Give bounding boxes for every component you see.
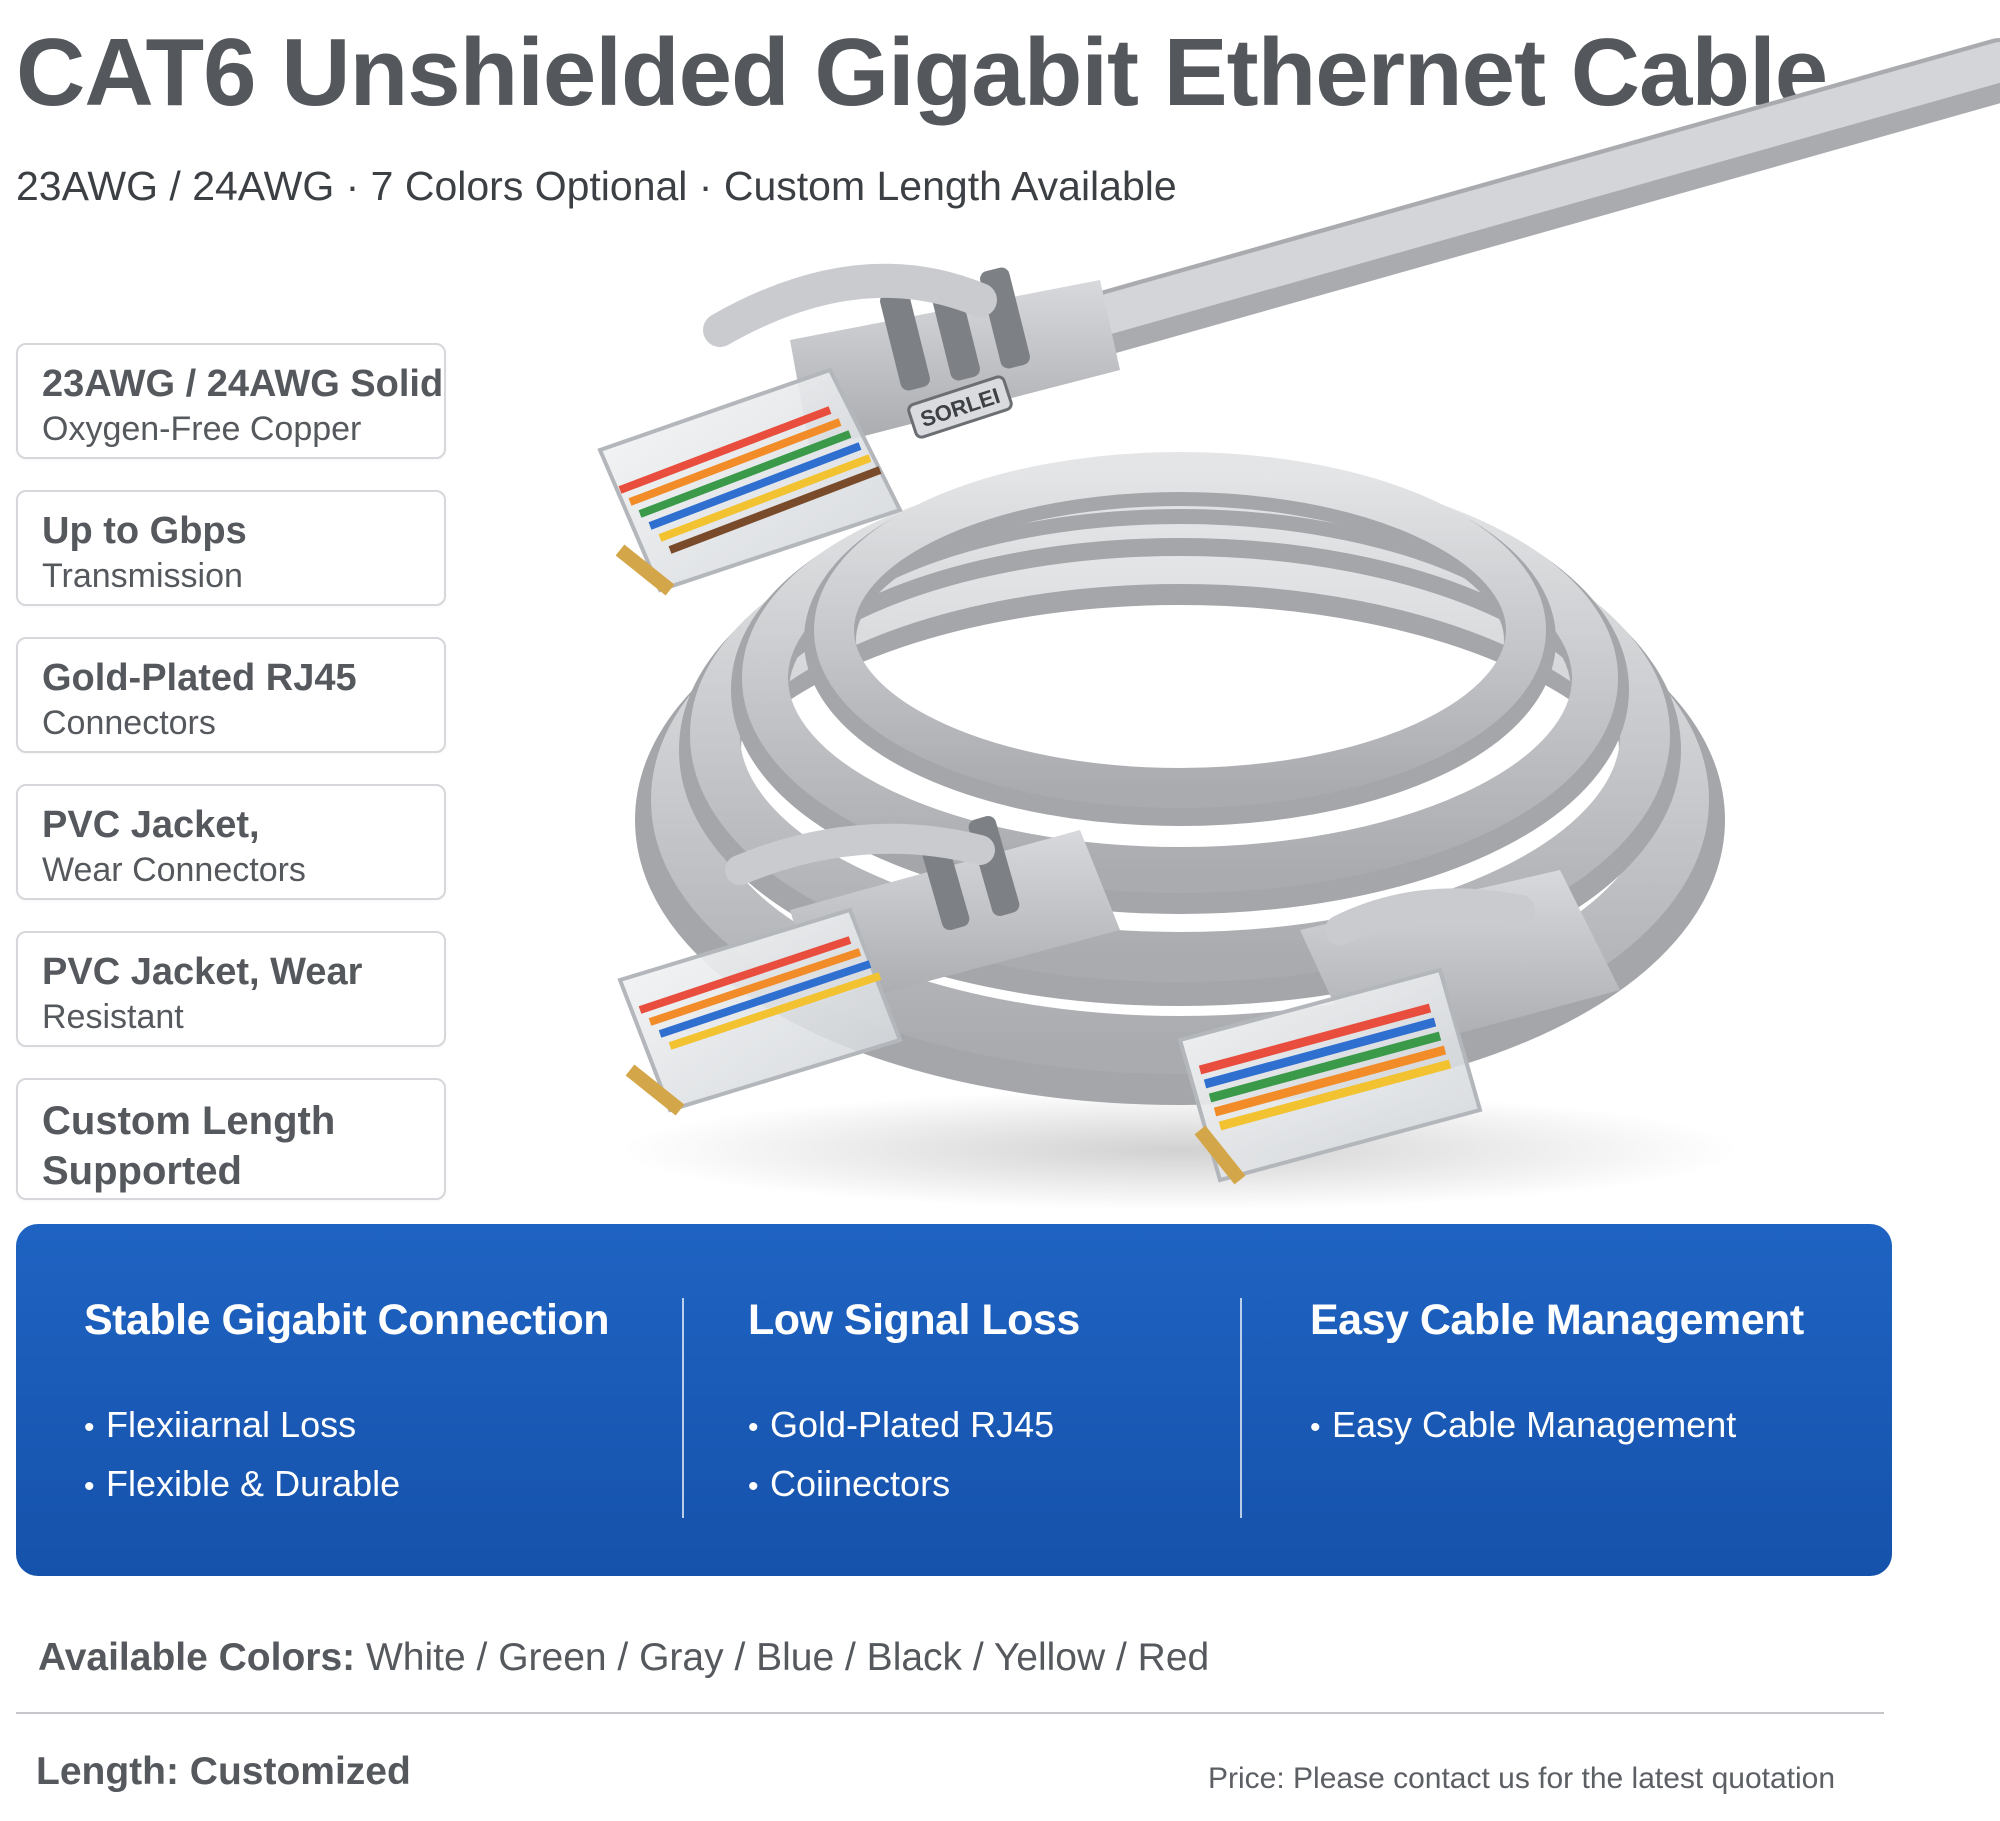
feature-title: Custom Length [42,1099,336,1143]
footer-divider [16,1712,1884,1714]
benefit-bullet: •Gold-Plated RJ45 [748,1404,1055,1445]
feature-card-connectors: Gold-Plated RJ45 Connectors [16,637,446,753]
benefit-bullet: •Easy Cable Management [1310,1404,1737,1445]
benefit-bullet: •Flexible & Durable [84,1463,401,1504]
feature-detail: Supported [42,1149,242,1193]
benefit-heading: Easy Cable Management [1310,1296,1804,1344]
benefit-heading: Low Signal Loss [748,1296,1080,1344]
benefits-panel: Stable Gigabit Connection •Flexiiarnal L… [16,1224,1892,1576]
feature-title: Up to Gbps [42,510,247,552]
rj45-connector-left [617,815,1120,1116]
benefit-column-management: Easy Cable Management •Easy Cable Manage… [1310,1296,1804,1456]
price-note: Price: Please contact us for the latest … [1208,1762,1836,1795]
benefit-heading: Stable Gigabit Connection [84,1296,610,1344]
colors-label: Available Colors: [38,1636,356,1679]
feature-card-wear: PVC Jacket, Wear Resistant [16,931,446,1047]
feature-card-speed: Up to Gbps Transmission [16,490,446,606]
benefit-column-signal: Low Signal Loss •Gold-Plated RJ45 •Coiin… [748,1296,1080,1515]
length-info: Length: Customized [36,1750,411,1793]
feature-detail: Connectors [42,704,216,742]
colors-value: White / Green / Gray / Blue / Black / Ye… [366,1636,1210,1679]
feature-detail: Oxygen-Free Copper [42,410,362,448]
feature-card-length: Custom Length Supported [16,1078,446,1200]
cable-coil [635,452,1725,1105]
page-subtitle: 23AWG / 24AWG · 7 Colors Optional · Cust… [16,163,1177,209]
benefit-bullet: •Coiinectors [748,1463,951,1504]
rj45-connector-right [1177,870,1620,1185]
available-colors: Available Colors: White / Green / Gray /… [38,1636,1209,1680]
feature-card-copper: 23AWG / 24AWG Solid Oxygen-Free Copper [16,343,446,459]
page-title: CAT6 Unshielded Gigabit Ethernet Cable [16,19,1828,126]
shadow [620,1090,1740,1210]
feature-title: 23AWG / 24AWG Solid [42,363,444,405]
benefit-column-stable: Stable Gigabit Connection •Flexiiarnal L… [84,1296,610,1515]
feature-title: PVC Jacket, [42,804,260,846]
feature-detail: Wear Connectors [42,851,306,889]
column-divider [682,1298,684,1518]
feature-detail: Resistant [42,998,184,1036]
feature-detail: Transmission [42,557,243,595]
rj45-connector-top: SORLEI [597,263,1120,596]
benefit-bullet: •Flexiiarnal Loss [84,1404,357,1445]
feature-card-jacket: PVC Jacket, Wear Connectors [16,784,446,900]
feature-title: Gold-Plated RJ45 [42,657,357,699]
column-divider [1240,1298,1242,1518]
feature-title: PVC Jacket, Wear [42,951,363,993]
ethernet-cable-image: SORLEI [597,38,2000,1210]
